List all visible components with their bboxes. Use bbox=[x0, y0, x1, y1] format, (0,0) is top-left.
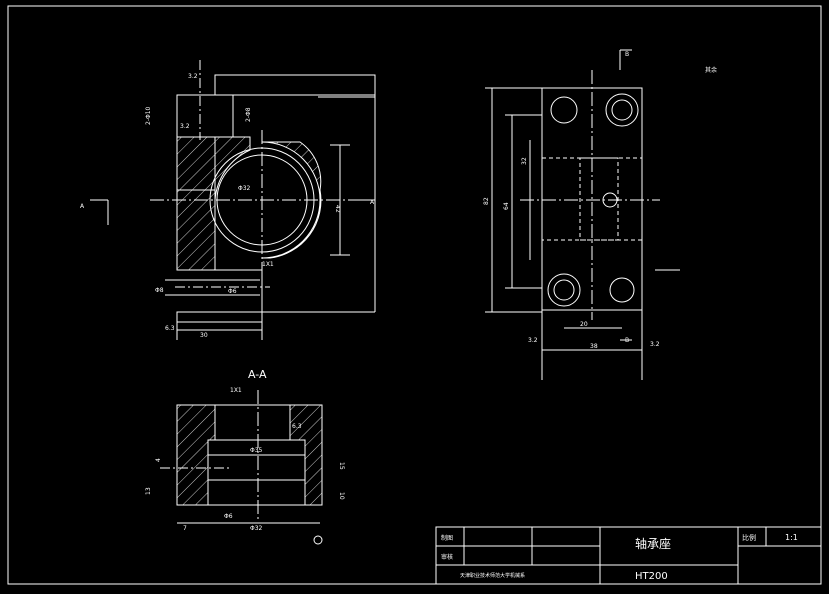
dim-inner1: 32 bbox=[521, 157, 528, 165]
outer-frame bbox=[7, 5, 822, 585]
dim-small-hole: Φ6 bbox=[224, 513, 233, 520]
part-name: 轴承座 bbox=[635, 536, 671, 551]
dim-tol2: 2-Φ8 bbox=[245, 107, 252, 122]
section-label: A-A bbox=[248, 368, 267, 381]
dim-hole-spacing: 20 bbox=[580, 321, 588, 328]
section-view bbox=[160, 390, 323, 545]
label-b-top: B bbox=[625, 51, 629, 58]
scale-value: 1:1 bbox=[785, 533, 798, 542]
dim-width: 30 bbox=[200, 332, 208, 339]
dim-10: 10 bbox=[338, 492, 345, 500]
title-drawn: 制图 bbox=[441, 534, 453, 542]
side-view bbox=[485, 49, 680, 380]
dim-d35: Φ35 bbox=[250, 447, 263, 454]
title-block-text: 制图 审核 轴承座 HT200 比例 1:1 天津职业技术师范大学机械系 bbox=[441, 533, 798, 582]
hatched-body-left bbox=[176, 136, 216, 191]
school-line: 天津职业技术师范大学机械系 bbox=[460, 572, 525, 579]
scale-label: 比例 bbox=[742, 533, 756, 542]
roughness-right: 3.2 bbox=[650, 341, 660, 348]
label-a-left: A bbox=[80, 203, 85, 210]
section-view-text: A-A Φ35 15 10 Φ6 Φ32 13 7 4 1X1 6.3 bbox=[145, 368, 345, 532]
dim-top: 1X1 bbox=[230, 387, 242, 394]
label-a-right: A bbox=[370, 199, 375, 206]
dim-tol: 2-Φ10 bbox=[145, 106, 152, 125]
dim-13: 13 bbox=[145, 487, 152, 495]
dim-inner2: 64 bbox=[503, 202, 510, 210]
dim-height: 42 bbox=[334, 205, 341, 213]
dim-4: 4 bbox=[155, 458, 162, 462]
roughness-other: 其余 bbox=[705, 66, 717, 74]
front-view bbox=[90, 60, 376, 340]
roughness-section: 6.3 bbox=[292, 423, 302, 430]
roughness-left-side: 3.2 bbox=[528, 337, 538, 344]
side-view-text: 82 32 64 38 20 B B 3.2 3.2 其余 bbox=[483, 51, 717, 350]
title-checked: 审核 bbox=[441, 553, 453, 561]
dim-small: 1X1 bbox=[262, 261, 274, 268]
roughness-ra: 3.2 bbox=[180, 123, 190, 130]
dim-hole-dia: Φ8 bbox=[155, 287, 164, 294]
label-b-bottom: B bbox=[625, 337, 629, 344]
material: HT200 bbox=[635, 571, 668, 582]
dim-bottom: Φ32 bbox=[250, 525, 263, 532]
roughness-left: 6.3 bbox=[165, 325, 175, 332]
title-block bbox=[435, 526, 822, 585]
roughness-top: 3.2 bbox=[188, 73, 198, 80]
dim-hole-depth: Φ6 bbox=[228, 288, 237, 295]
dim-width-38: 38 bbox=[590, 343, 598, 350]
dim-7: 7 bbox=[183, 525, 187, 532]
dim-15: 15 bbox=[338, 462, 345, 470]
dim-bore: Φ32 bbox=[238, 185, 251, 192]
dim-total-height: 82 bbox=[483, 197, 490, 205]
front-view-text: A A Φ32 42 30 1X1 Φ8 Φ6 2-Φ10 2-Φ8 3.2 6… bbox=[80, 73, 375, 339]
